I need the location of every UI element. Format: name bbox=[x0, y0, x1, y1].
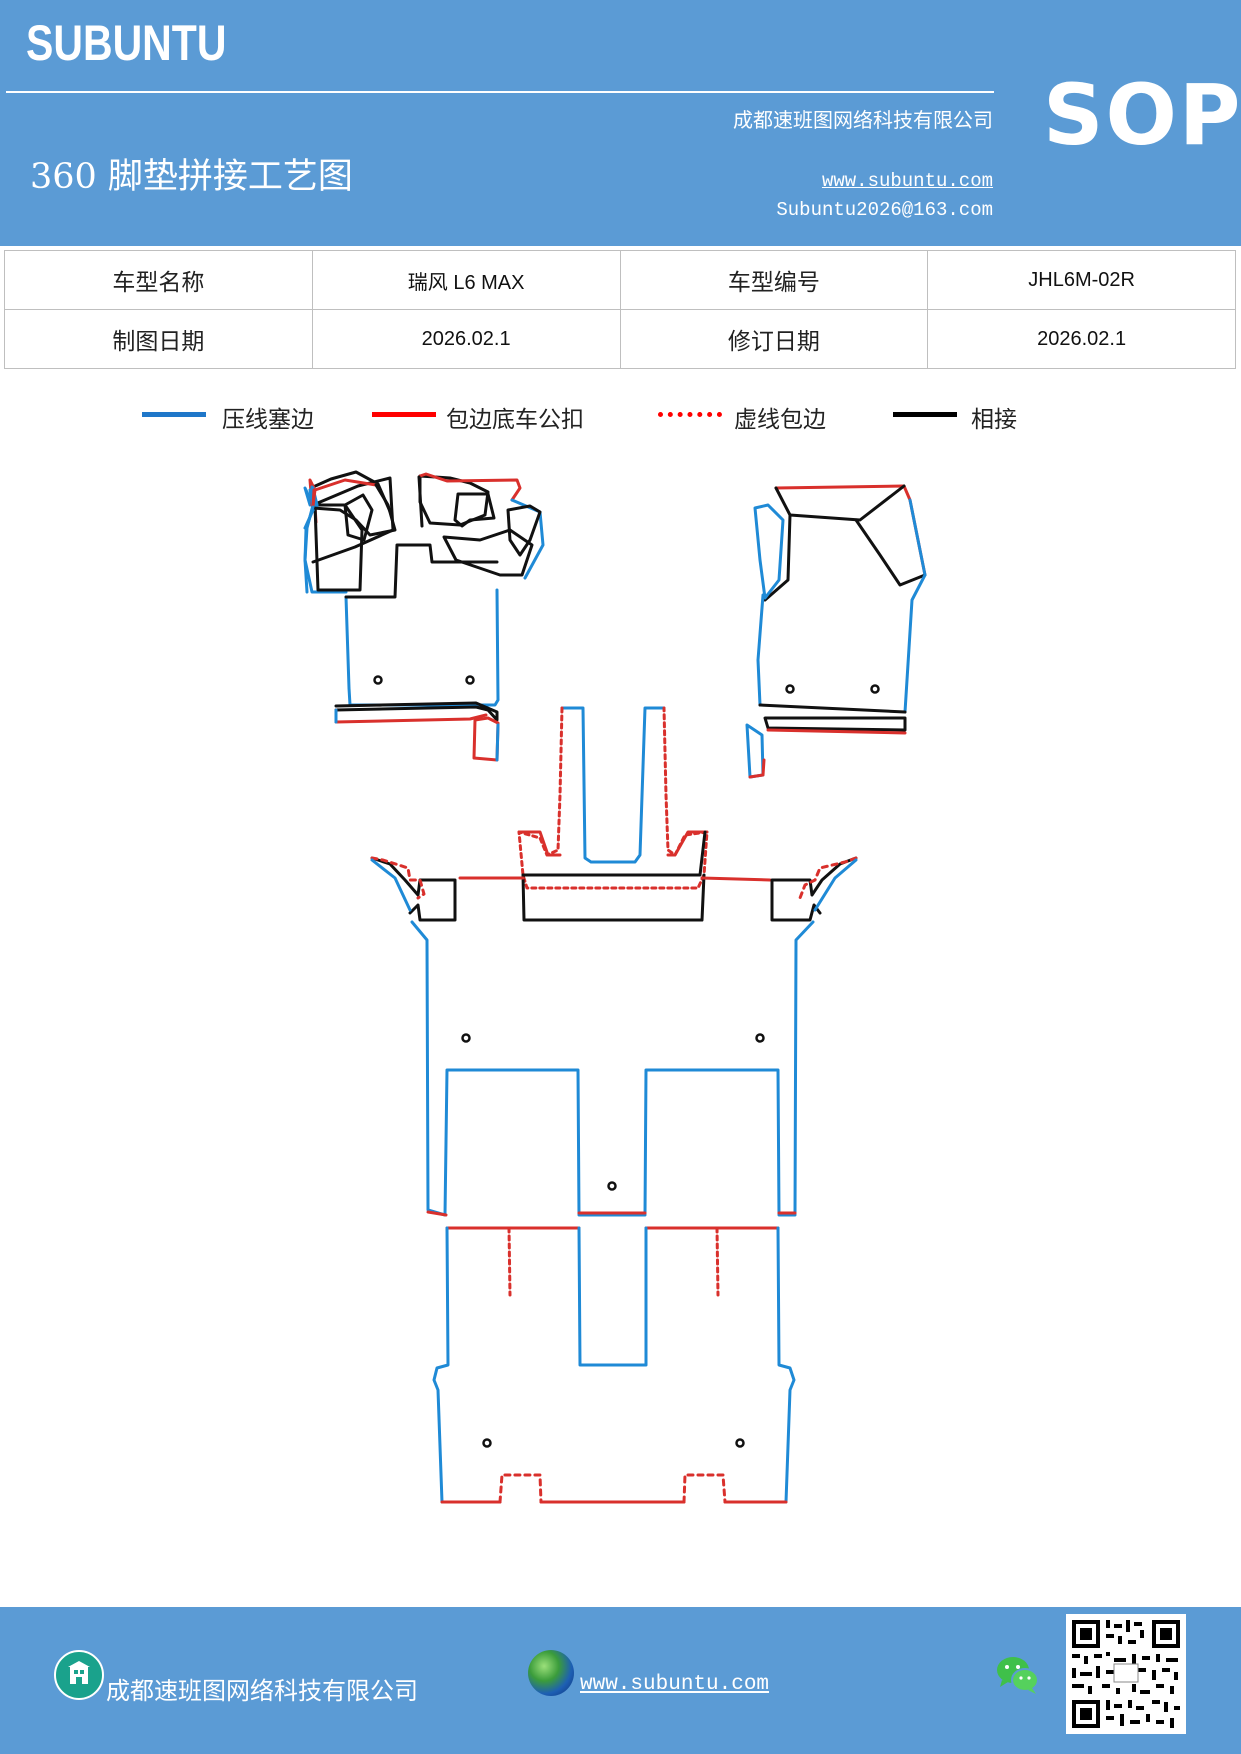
tunnel-piece bbox=[517, 706, 709, 922]
header-divider bbox=[6, 91, 994, 93]
fixing-hole bbox=[870, 684, 880, 694]
fixing-hole bbox=[482, 1438, 492, 1448]
legend-swatch-blue bbox=[142, 412, 206, 417]
header-email[interactable]: Subuntu2026@163.com bbox=[776, 199, 993, 221]
header-company-name: 成都速班图网络科技有限公司 bbox=[733, 108, 993, 132]
floor-mat-diagram bbox=[303, 470, 927, 1504]
passenger-mat bbox=[745, 484, 927, 779]
table-row: 车型名称 瑞风 L6 MAX 车型编号 JHL6M-02R bbox=[4, 250, 1236, 310]
draw-date-label: 制图日期 bbox=[4, 309, 313, 369]
fixing-hole bbox=[785, 684, 795, 694]
globe-icon bbox=[528, 1650, 574, 1696]
legend-label: 相接 bbox=[971, 407, 1017, 433]
fixing-holes bbox=[373, 675, 880, 1448]
fixing-hole bbox=[465, 675, 475, 685]
brand-logo: SUBUNTU bbox=[26, 15, 227, 71]
model-name-label: 车型名称 bbox=[4, 250, 313, 310]
fixing-hole bbox=[461, 1033, 471, 1043]
sop-label: SOP bbox=[1043, 66, 1241, 164]
model-code-label: 车型编号 bbox=[619, 250, 929, 310]
model-code-value: JHL6M-02R bbox=[927, 250, 1236, 310]
qr-code[interactable] bbox=[1066, 1614, 1186, 1734]
header-banner: SUBUNTU 成都速班图网络科技有限公司 360 脚垫拼接工艺图 www.su… bbox=[0, 0, 1241, 246]
legend-label: 压线塞边 bbox=[222, 407, 314, 433]
legend-swatch-red bbox=[372, 412, 436, 417]
qr-code-pattern bbox=[1066, 1614, 1186, 1734]
legend-label: 虚线包边 bbox=[734, 407, 826, 433]
wechat-icon[interactable] bbox=[994, 1653, 1042, 1697]
header-website-link[interactable]: www.subuntu.com bbox=[821, 170, 993, 192]
middle-floor-panel bbox=[370, 856, 858, 1217]
driver-mat-upper bbox=[303, 472, 545, 594]
legend-label: 包边底车公扣 bbox=[446, 407, 584, 433]
revise-date-label: 修订日期 bbox=[619, 309, 929, 369]
building-icon bbox=[54, 1650, 104, 1700]
legend-swatch-black bbox=[893, 412, 957, 417]
model-name-value: 瑞风 L6 MAX bbox=[311, 250, 621, 310]
rear-floor-panel bbox=[432, 1226, 796, 1504]
footer-website-link[interactable]: www.subuntu.com bbox=[580, 1673, 770, 1696]
fixing-hole bbox=[755, 1033, 765, 1043]
vehicle-info-table: 车型名称 瑞风 L6 MAX 车型编号 JHL6M-02R 制图日期 2026.… bbox=[4, 250, 1236, 369]
fixing-hole bbox=[735, 1438, 745, 1448]
footer-banner: 成都速班图网络科技有限公司 www.subuntu.com bbox=[0, 1607, 1241, 1754]
legend-swatch-dotted-red bbox=[658, 412, 722, 417]
fixing-hole bbox=[607, 1181, 617, 1191]
footer-company-name: 成都速班图网络科技有限公司 bbox=[106, 1677, 418, 1705]
draw-date-value: 2026.02.1 bbox=[311, 309, 621, 369]
document-title: 360 脚垫拼接工艺图 bbox=[30, 157, 353, 197]
revise-date-value: 2026.02.1 bbox=[927, 309, 1236, 369]
driver-mat bbox=[303, 470, 500, 707]
driver-mat-lower bbox=[334, 701, 500, 762]
fixing-hole bbox=[373, 675, 383, 685]
table-row: 制图日期 2026.02.1 修订日期 2026.02.1 bbox=[4, 309, 1236, 369]
line-legend: 压线塞边 包边底车公扣 虚线包边 相接 bbox=[0, 396, 1241, 436]
